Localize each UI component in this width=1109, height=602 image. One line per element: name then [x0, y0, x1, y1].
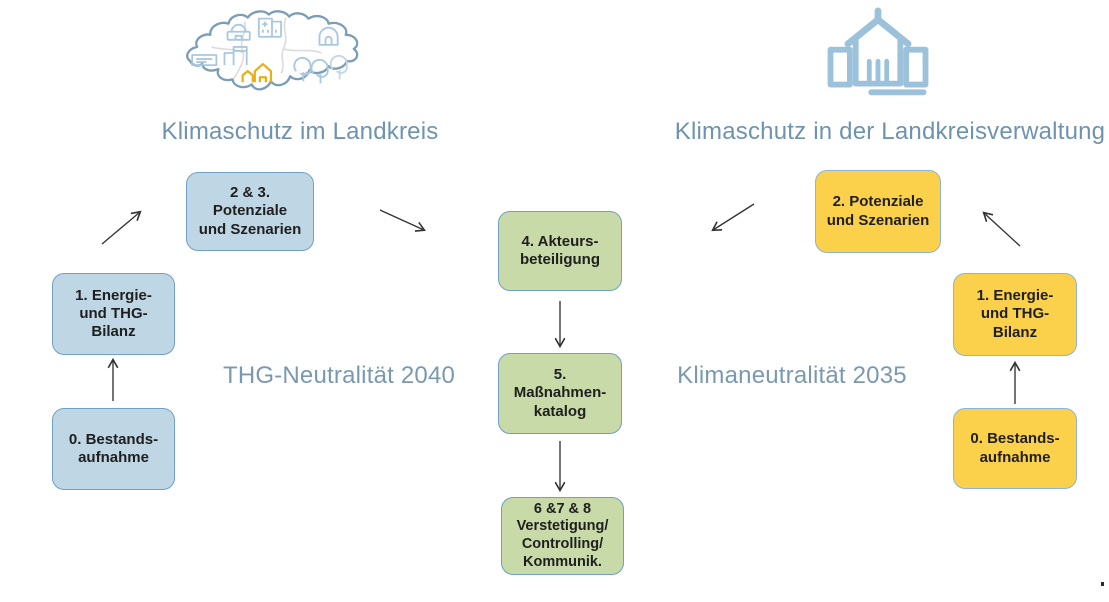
arrow-left-1-to-23 [101, 210, 142, 245]
stray-mark [1101, 582, 1104, 586]
box-right-potenziale-szenarien: 2. Potenziale und Szenarien [815, 170, 941, 253]
left-cycle-title: Klimaschutz im Landkreis [161, 118, 439, 145]
administration-building-graphic [827, 7, 929, 96]
arrow-right-1-to-2 [982, 211, 1021, 247]
box-right-energie-thg-bilanz: 1. Energie- und THG- Bilanz [953, 273, 1077, 356]
box-right-bestandsaufnahme: 0. Bestands- aufnahme [953, 408, 1077, 489]
administration-building-icon [815, 7, 941, 109]
box-left-energie-thg-bilanz: 1. Energie- und THG- Bilanz [52, 273, 175, 355]
arrow-left-23-to-center [379, 209, 426, 232]
right-goal-label: Klimaneutralität 2035 [677, 362, 907, 389]
box-center-massnahmenkatalog: 5. Maßnahmen- katalog [498, 353, 622, 434]
box-left-potenziale-szenarien: 2 & 3. Potenziale und Szenarien [186, 172, 314, 251]
box-center-akteursbeteiligung: 4. Akteurs- beteiligung [498, 211, 622, 291]
landkreis-map-graphic [186, 10, 359, 91]
arrow-right-2-to-center [711, 203, 755, 232]
box-left-bestandsaufnahme: 0. Bestands- aufnahme [52, 408, 175, 490]
left-goal-label: THG-Neutralität 2040 [222, 362, 456, 389]
landkreis-map-icon [178, 8, 370, 107]
right-cycle-title: Klimaschutz in der Landkreisverwaltung [674, 118, 1106, 145]
box-center-verstetigung-controlling: 6 &7 & 8 Verstetigung/ Controlling/ Komm… [501, 497, 624, 575]
